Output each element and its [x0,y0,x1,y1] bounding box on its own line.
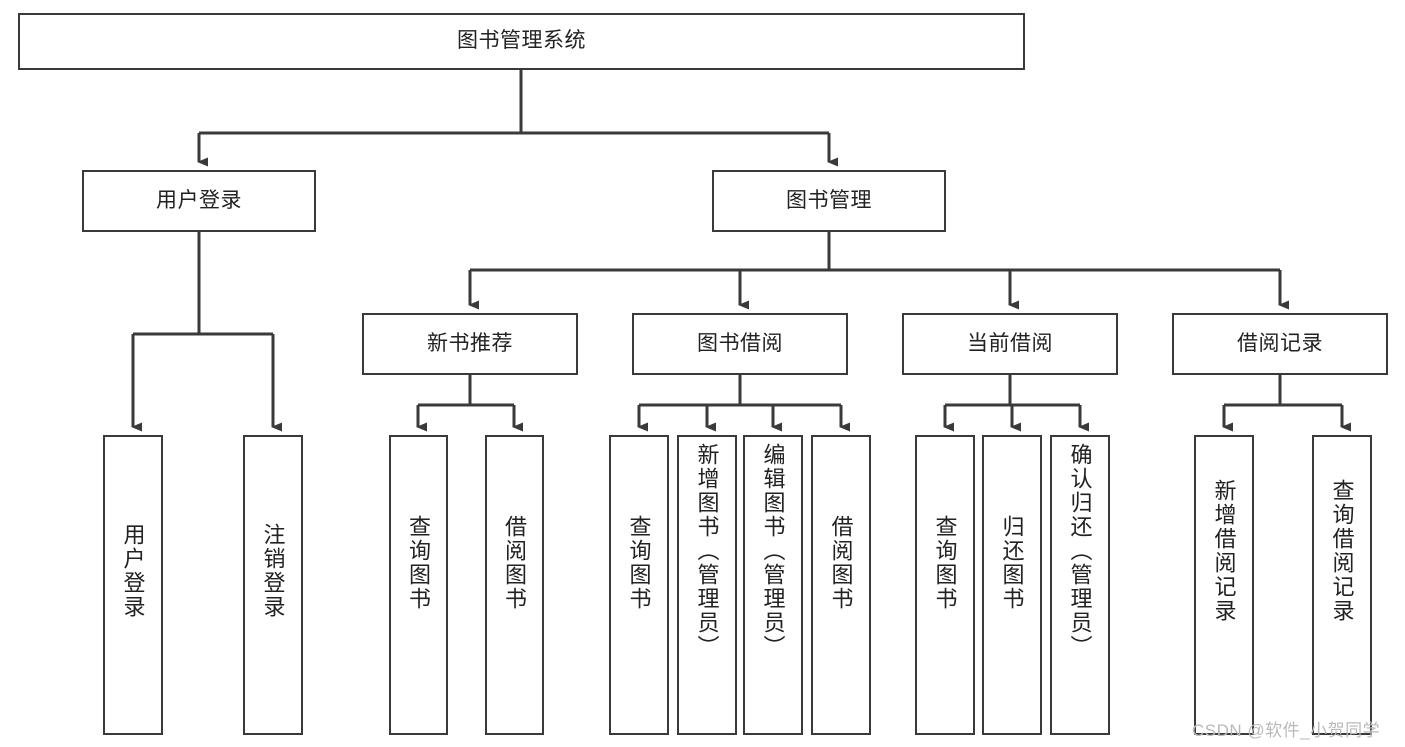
node-user-login-label: 用户登录 [156,188,242,212]
leaf-user-login[interactable]: 用户登录 [103,435,163,735]
leaf-query-book-3-label: 查询图书 [932,515,958,611]
leaf-confirm-return-admin-label: 确认归还（管理员） [1067,443,1093,659]
leaf-return-book-label: 归还图书 [999,515,1025,611]
node-book-borrow-label: 图书借阅 [697,331,783,355]
leaf-user-login-label: 用户登录 [120,523,146,619]
leaf-add-borrow-record-label: 新增借阅记录 [1211,479,1237,623]
node-root[interactable]: 图书管理系统 [18,13,1025,70]
leaf-borrow-book-1[interactable]: 借阅图书 [485,435,544,735]
leaf-query-book-3[interactable]: 查询图书 [915,435,975,735]
leaf-borrow-book-2-label: 借阅图书 [828,515,854,611]
node-book-manage[interactable]: 图书管理 [712,170,946,232]
leaf-borrow-book-1-label: 借阅图书 [502,515,528,611]
leaf-query-book-2-label: 查询图书 [626,515,652,611]
node-current-borrow[interactable]: 当前借阅 [902,313,1118,375]
leaf-borrow-book-2[interactable]: 借阅图书 [811,435,871,735]
leaf-add-book-admin-label: 新增图书（管理员） [694,443,720,659]
leaf-query-book-2[interactable]: 查询图书 [609,435,669,735]
leaf-logout-login[interactable]: 注销登录 [243,435,303,735]
leaf-query-book-1-label: 查询图书 [406,515,432,611]
leaf-add-book-admin[interactable]: 新增图书（管理员） [677,435,737,735]
leaf-query-borrow-record-label: 查询借阅记录 [1329,479,1355,623]
leaf-add-borrow-record[interactable]: 新增借阅记录 [1194,435,1254,735]
leaf-query-book-1[interactable]: 查询图书 [389,435,448,735]
node-new-book-recommend[interactable]: 新书推荐 [362,313,578,375]
node-new-book-recommend-label: 新书推荐 [427,331,513,355]
node-root-label: 图书管理系统 [457,29,586,53]
leaf-edit-book-admin[interactable]: 编辑图书（管理员） [743,435,803,735]
node-user-login[interactable]: 用户登录 [82,170,316,232]
node-book-borrow[interactable]: 图书借阅 [632,313,848,375]
node-book-manage-label: 图书管理 [786,188,872,212]
leaf-return-book[interactable]: 归还图书 [982,435,1042,735]
node-borrow-record[interactable]: 借阅记录 [1172,313,1388,375]
leaf-logout-login-label: 注销登录 [260,523,286,619]
leaf-confirm-return-admin[interactable]: 确认归还（管理员） [1050,435,1110,735]
node-borrow-record-label: 借阅记录 [1237,331,1323,355]
node-current-borrow-label: 当前借阅 [967,331,1053,355]
leaf-query-borrow-record[interactable]: 查询借阅记录 [1312,435,1372,735]
leaf-edit-book-admin-label: 编辑图书（管理员） [760,443,786,659]
csdn-watermark: CSDN @软件_小贺同学 [1192,721,1381,740]
